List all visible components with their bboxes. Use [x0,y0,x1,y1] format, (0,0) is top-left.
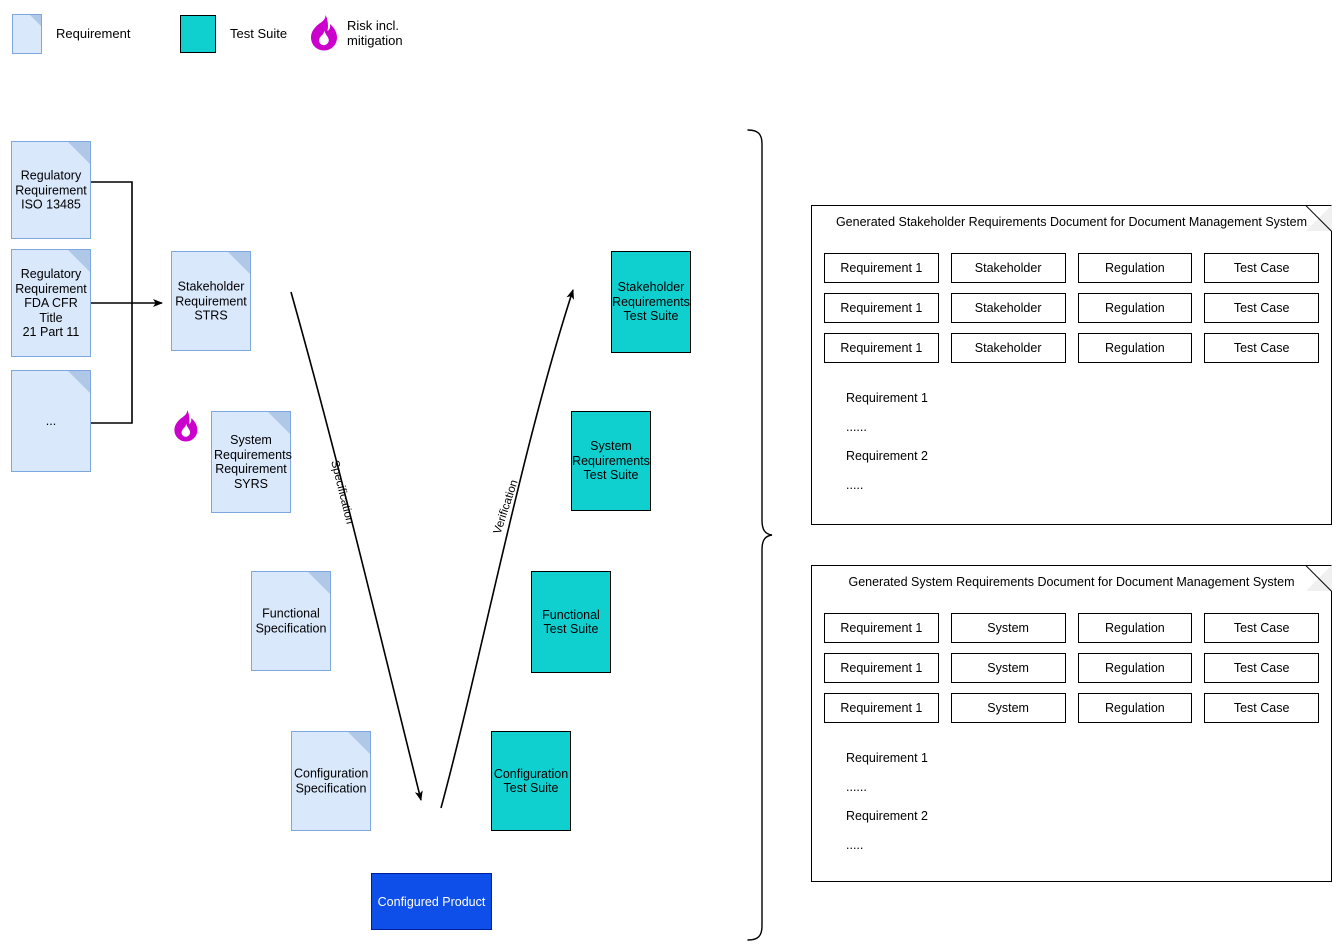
test-suite-node-cfg-ts[interactable]: Configuration Test Suite [491,731,571,831]
table-cell-test-case[interactable]: Test Case [1204,613,1319,643]
test-suite-node-func-ts[interactable]: Functional Test Suite [531,571,611,673]
table-cell-test-case[interactable]: Test Case [1204,653,1319,683]
page-fold-icon [68,142,90,164]
table-row: Requirement 1 System Regulation Test Cas… [824,613,1319,643]
table-row: Requirement 1 Stakeholder Regulation Tes… [824,333,1319,363]
table-cell-regulation[interactable]: Regulation [1077,293,1193,323]
requirement-node-reg-iso[interactable]: Regulatory Requirement ISO 13485 [11,141,91,239]
legend-label-test-suite: Test Suite [230,26,288,41]
edge-regulations-to-strs [91,181,163,424]
legend-item-test-suite: Test Suite [172,12,302,60]
requirement-node-reg-fda[interactable]: Regulatory Requirement FDA CFR Title 21 … [11,249,91,357]
requirement-label: Regulatory Requirement FDA CFR Title 21 … [15,266,87,339]
table-cell-requirement[interactable]: Requirement 1 [824,613,939,643]
test-suite-node-strs-ts[interactable]: Stakeholder Requirements Test Suite [611,251,691,353]
table-cell-regulation[interactable]: Regulation [1077,653,1193,683]
table-cell-test-case[interactable]: Test Case [1204,293,1319,323]
test-suite-label: Stakeholder Requirements Test Suite [612,280,690,324]
table-cell-actor[interactable]: System [950,613,1066,643]
table-row: Requirement 1 System Regulation Test Cas… [824,693,1319,723]
table-cell-actor[interactable]: Stakeholder [950,293,1066,323]
test-suite-node-syrs-ts[interactable]: System Requirements Test Suite [571,411,651,511]
requirement-label: ... [45,413,57,428]
requirement-label: Configuration Specification [294,766,369,796]
requirement-node-strs[interactable]: Stakeholder Requirement STRS [171,251,251,351]
legend-item-requirement: Requirement [12,12,202,60]
test-suite-label: Functional Test Suite [542,607,600,637]
risk-flame-icon [174,410,198,442]
test-suite-label: Configuration Test Suite [493,766,569,796]
generated-document-title: Generated Stakeholder Requirements Docum… [835,215,1308,229]
page-fold-icon [68,371,90,393]
document-body-line: Requirement 2 [846,809,928,823]
generated-document-title: Generated System Requirements Document f… [848,575,1295,589]
requirement-node-func-spec[interactable]: Functional Specification [251,571,331,671]
edge-specification: Specification [290,291,423,801]
flame-icon [311,15,337,51]
page-fold-icon [348,732,370,754]
test-suite-label: System Requirements Test Suite [572,439,650,483]
table-cell-requirement[interactable]: Requirement 1 [824,333,939,363]
table-cell-regulation[interactable]: Regulation [1077,613,1193,643]
edge-label-specification: Specification [328,459,355,525]
requirement-node-reg-more[interactable]: ... [11,370,91,472]
table-cell-regulation[interactable]: Regulation [1077,333,1193,363]
generated-document-system[interactable]: Generated System Requirements Document f… [811,565,1332,882]
table-cell-actor[interactable]: System [950,653,1066,683]
document-body-line: ...... [846,780,867,794]
legend-label-risk: Risk incl. mitigation [347,18,403,48]
table-cell-regulation[interactable]: Regulation [1077,253,1193,283]
requirement-label: Regulatory Requirement ISO 13485 [15,168,87,212]
table-cell-actor[interactable]: Stakeholder [950,253,1066,283]
table-cell-test-case[interactable]: Test Case [1204,333,1319,363]
edge-label-verification: Verification [492,478,521,535]
table-row: Requirement 1 System Regulation Test Cas… [824,653,1319,683]
document-body-line: ..... [846,478,864,492]
requirement-label: Functional Specification [255,606,327,636]
table-cell-actor[interactable]: System [950,693,1066,723]
configured-product-node[interactable]: Configured Product [371,873,492,930]
page-fold-icon [268,412,290,434]
square-icon [180,15,216,53]
page-fold-icon [228,252,250,274]
table-row: Requirement 1 Stakeholder Regulation Tes… [824,293,1319,323]
page-fold-icon [68,250,90,272]
table-cell-requirement[interactable]: Requirement 1 [824,653,939,683]
table-cell-test-case[interactable]: Test Case [1204,693,1319,723]
legend-item-risk: Risk incl. mitigation [297,12,487,60]
table-cell-requirement[interactable]: Requirement 1 [824,253,939,283]
document-body-line: ..... [846,838,864,852]
grouping-brace [747,129,773,941]
table-cell-requirement[interactable]: Requirement 1 [824,293,939,323]
requirement-label: System Requirements Requirement SYRS [214,433,292,491]
table-row: Requirement 1 Stakeholder Regulation Tes… [824,253,1319,283]
legend-label-requirement: Requirement [56,26,131,41]
document-body-line: Requirement 1 [846,751,928,765]
document-icon [12,14,42,54]
page-fold-icon [308,572,330,594]
requirement-label: Stakeholder Requirement STRS [175,279,247,323]
requirement-node-cfg-spec[interactable]: Configuration Specification [291,731,371,831]
configured-product-label: Configured Product [377,894,486,909]
table-cell-test-case[interactable]: Test Case [1204,253,1319,283]
document-body-line: Requirement 2 [846,449,928,463]
table-cell-requirement[interactable]: Requirement 1 [824,693,939,723]
requirement-node-syrs[interactable]: System Requirements Requirement SYRS [211,411,292,513]
table-cell-actor[interactable]: Stakeholder [950,333,1066,363]
document-body-line: ...... [846,420,867,434]
document-body-line: Requirement 1 [846,391,928,405]
generated-document-stakeholder[interactable]: Generated Stakeholder Requirements Docum… [811,205,1332,525]
table-cell-regulation[interactable]: Regulation [1077,693,1193,723]
